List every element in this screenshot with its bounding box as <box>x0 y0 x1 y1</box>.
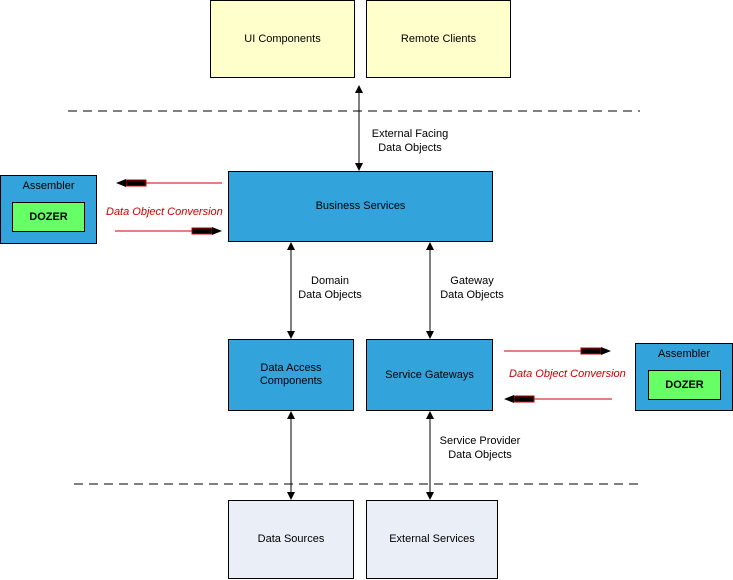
dozer-right: DOZER <box>648 370 721 400</box>
assembler-left: Assembler DOZER <box>0 175 97 244</box>
conversion-arrow-right-in <box>504 395 612 403</box>
data-access-components-box: Data Access Components <box>228 339 354 411</box>
remote-clients-box: Remote Clients <box>366 0 511 78</box>
external-services-box: External Services <box>366 500 498 579</box>
ui-components-label: UI Components <box>244 32 321 45</box>
conversion-arrow-right-out <box>504 347 611 355</box>
external-services-label: External Services <box>389 533 475 545</box>
assembler-right: Assembler DOZER <box>635 343 733 411</box>
data-access-label-line1: Data Access <box>260 362 322 374</box>
data-object-conversion-right: Data Object Conversion <box>509 368 626 380</box>
data-access-label-line2: Components <box>259 375 323 387</box>
service-provider-data-objects-label: Service Provider Data Objects <box>439 435 521 461</box>
external-facing-label: External Facing Data Objects <box>371 128 449 154</box>
data-sources-box: Data Sources <box>228 500 354 579</box>
data-object-conversion-left: Data Object Conversion <box>106 206 223 218</box>
assembler-left-title: Assembler <box>22 180 75 192</box>
domain-data-objects-label: Domain Data Objects <box>298 275 362 301</box>
ui-components-box: UI Components <box>210 0 355 78</box>
service-gateways-box: Service Gateways <box>366 339 493 411</box>
dozer-left: DOZER <box>12 202 85 232</box>
data-sources-label: Data Sources <box>257 533 325 545</box>
assembler-right-title: Assembler <box>658 348 710 360</box>
conversion-arrow-left-out <box>116 179 222 187</box>
conversion-arrow-left-in <box>115 227 222 235</box>
gateway-data-objects-label: Gateway Data Objects <box>440 275 504 301</box>
remote-clients-label: Remote Clients <box>400 32 477 45</box>
business-services-box: Business Services <box>228 171 493 242</box>
service-gateways-label: Service Gateways <box>385 368 474 381</box>
business-services-label: Business Services <box>315 200 406 212</box>
